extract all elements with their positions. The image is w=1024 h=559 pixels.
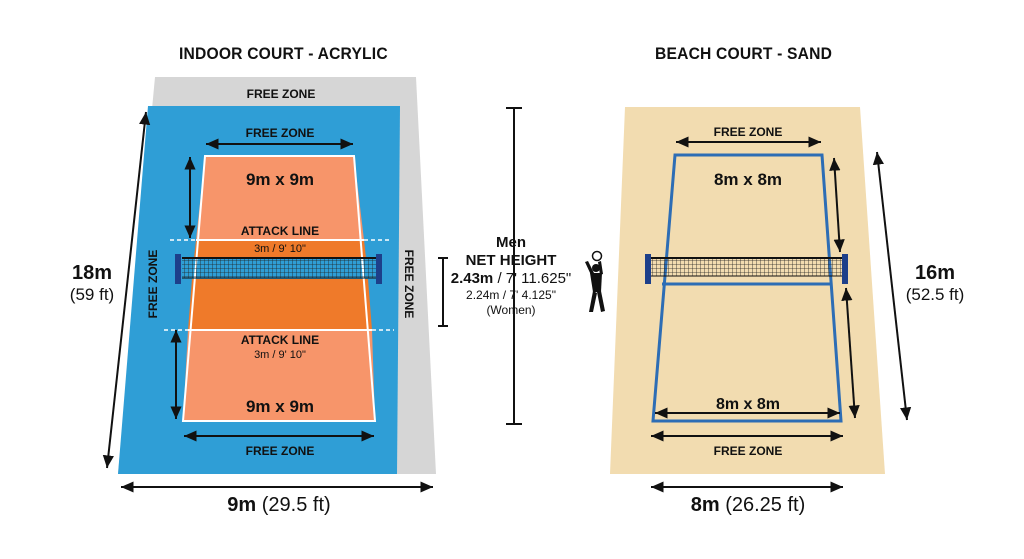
beach-half-bottom-depth-arrow	[841, 287, 860, 419]
net-women-height: 2.24m / 7' 4.125"	[466, 288, 556, 302]
beach-length-imperial: (52.5 ft)	[905, 285, 965, 304]
volleyball-player-icon	[585, 250, 605, 312]
net-height-indicator	[438, 107, 605, 425]
indoor-court-boundary	[181, 155, 377, 422]
net-height-title: NET HEIGHT	[465, 252, 557, 269]
indoor-width-value: 9m	[227, 494, 257, 516]
beach-width-label: 8m (26.25 ft)	[660, 494, 836, 517]
indoor-court: FREE ZONE FREE ZONE 9m x 9m ATTACK LINE …	[118, 77, 436, 474]
indoor-attack-line-top-dim: 3m / 9' 10"	[254, 243, 306, 255]
beach-half-top-label: 8m x 8m	[714, 170, 782, 189]
indoor-court-top-back	[196, 156, 364, 240]
net-men-label: Men	[496, 234, 526, 251]
indoor-width-imperial: (29.5 ft)	[261, 494, 331, 516]
indoor-half-top-label: 9m x 9m	[246, 170, 314, 189]
beach-half-bottom-label: 8m x 8m	[716, 396, 780, 413]
beach-net	[645, 254, 848, 284]
net-height-text: Men NET HEIGHT 2.43m / 7' 11.625" 2.24m …	[436, 234, 586, 318]
indoor-free-zone-top-label: FREE ZONE	[246, 126, 315, 140]
beach-length-value: 16m	[914, 262, 956, 284]
indoor-attack-line-bottom-label: ATTACK LINE	[241, 333, 319, 347]
indoor-free-zone-outer-label: FREE ZONE	[247, 87, 316, 101]
beach-length-label: 16m (52.5 ft)	[896, 262, 974, 305]
indoor-half-bottom-label: 9m x 9m	[246, 397, 314, 416]
indoor-free-zone-bottom-label: FREE ZONE	[246, 444, 315, 458]
indoor-net	[175, 254, 382, 284]
beach-court: FREE ZONE 8m x 8m 8m x 8m FREE ZONE	[610, 107, 885, 474]
indoor-court-top-front	[194, 240, 366, 258]
beach-length-arrow	[872, 151, 912, 421]
indoor-court-bottom-front	[188, 279, 372, 330]
indoor-attack-line-top-label: ATTACK LINE	[241, 224, 319, 238]
indoor-court-title: INDOOR COURT - ACRYLIC	[179, 44, 388, 63]
indoor-length-imperial: (59 ft)	[69, 285, 115, 304]
indoor-free-zone-left-label: FREE ZONE	[146, 250, 160, 319]
indoor-attack-line-bottom-dim: 3m / 9' 10"	[254, 349, 306, 361]
beach-sand-area	[610, 107, 885, 474]
beach-court-title: BEACH COURT - SAND	[655, 44, 833, 63]
net-women-label: (Women)	[486, 303, 536, 317]
beach-half-top-depth-arrow	[829, 157, 845, 253]
indoor-length-label: 18m (59 ft)	[62, 262, 122, 305]
beach-width-imperial: (26.25 ft)	[725, 494, 806, 516]
beach-width-value: 8m	[690, 494, 720, 516]
indoor-court-bottom-back	[183, 330, 375, 421]
indoor-free-zone-right-label: FREE ZONE	[402, 250, 416, 319]
beach-court-boundary	[651, 153, 843, 423]
indoor-length-value: 18m	[71, 262, 113, 284]
beach-free-zone-bottom-label: FREE ZONE	[714, 444, 783, 458]
beach-free-zone-top-label: FREE ZONE	[714, 125, 783, 139]
indoor-length-arrow	[102, 111, 151, 469]
indoor-width-label: 9m (29.5 ft)	[204, 494, 354, 517]
net-men-height: 2.43m / 7' 11.625"	[450, 270, 572, 287]
